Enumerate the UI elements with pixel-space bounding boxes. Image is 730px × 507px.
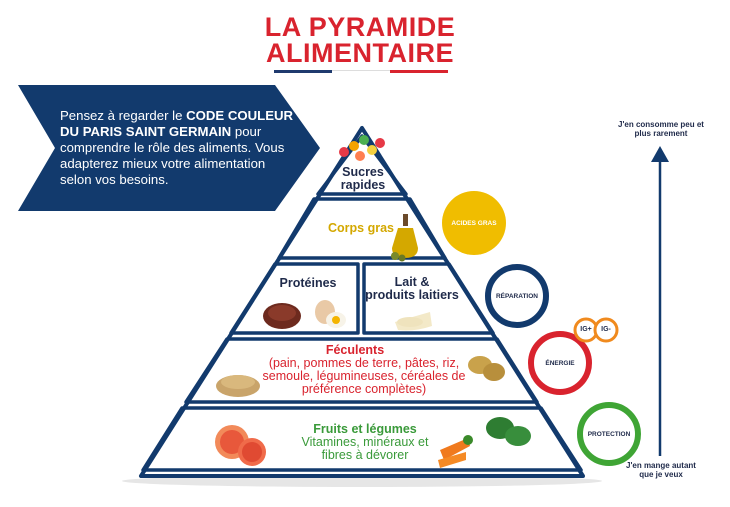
protection-circle xyxy=(577,402,641,466)
title-line1: LA PYRAMIDE xyxy=(264,12,456,42)
arrow-bottom-label: J'en mange autant que je veux xyxy=(626,461,696,479)
energie-circle xyxy=(528,331,592,395)
sucres-line1: Sucres xyxy=(342,165,384,179)
ig-minus-label: IG- xyxy=(601,326,611,333)
ig-minus-circle xyxy=(593,317,619,343)
eggs-icon xyxy=(315,300,346,328)
grapefruit-icon xyxy=(215,425,266,466)
feculents-description: (pain, pommes de terre, pâtes, riz, semo… xyxy=(262,356,466,396)
potato-icon xyxy=(468,356,505,381)
spinach-icon xyxy=(486,417,531,446)
banner-text: Pensez à regarder le CODE COULEUR DU PAR… xyxy=(60,108,300,188)
banner-text-bold: CODE COULEUR DU PARIS SAINT GERMAIN xyxy=(60,108,294,139)
feculents-title: Féculents xyxy=(325,343,385,357)
banner-text-before: Pensez à regarder le xyxy=(60,108,187,123)
banner-text-after: pour comprendre le rôle des aliments. Vo… xyxy=(60,124,285,187)
cheese-icon xyxy=(395,312,432,331)
reparation-label: RÉPARATION xyxy=(495,293,538,300)
meat-icon xyxy=(263,303,301,329)
lait-line1: Lait & xyxy=(394,275,430,289)
protection-label: PROTECTION xyxy=(587,431,631,438)
tier-feculents xyxy=(184,337,539,404)
oats-icon xyxy=(216,375,260,397)
tier-proteines xyxy=(229,262,360,335)
fruits-title: Fruits et légumes xyxy=(313,422,417,436)
gummy-candy-icon xyxy=(339,135,385,161)
olive-oil-icon xyxy=(391,214,418,262)
lait-label: Lait & produits laitiers xyxy=(362,276,462,302)
acides-gras-label: ACIDES GRAS xyxy=(451,220,497,227)
energie-label: ÉNERGIE xyxy=(545,360,575,367)
proteines-label: Protéines xyxy=(279,276,337,290)
corps-gras-label: Corps gras xyxy=(328,221,394,235)
tier-corps-gras xyxy=(277,197,447,260)
arrow-head-icon xyxy=(651,146,669,162)
fruits-description: Vitamines, minéraux et fibres à dévorer xyxy=(301,435,429,462)
ig-plus-label: IG+ xyxy=(580,326,592,333)
lait-line2: produits laitiers xyxy=(365,288,459,302)
tier-sucres xyxy=(316,134,408,196)
page-title: LA PYRAMIDE ALIMENTAIRE xyxy=(262,12,458,68)
tier-lait xyxy=(362,262,495,335)
reparation-circle xyxy=(485,264,549,328)
tier-fruits xyxy=(141,406,583,472)
title-rule xyxy=(274,70,448,73)
arrow-top-label: J'en consomme peu et plus rarement xyxy=(618,120,704,138)
acides-gras-circle xyxy=(442,191,506,255)
carrots-icon xyxy=(438,435,473,468)
sucres-label: Sucres rapides xyxy=(318,166,408,192)
sucres-line2: rapides xyxy=(340,178,386,192)
title-line2: ALIMENTAIRE xyxy=(266,38,454,68)
banner-arrow xyxy=(18,85,320,211)
